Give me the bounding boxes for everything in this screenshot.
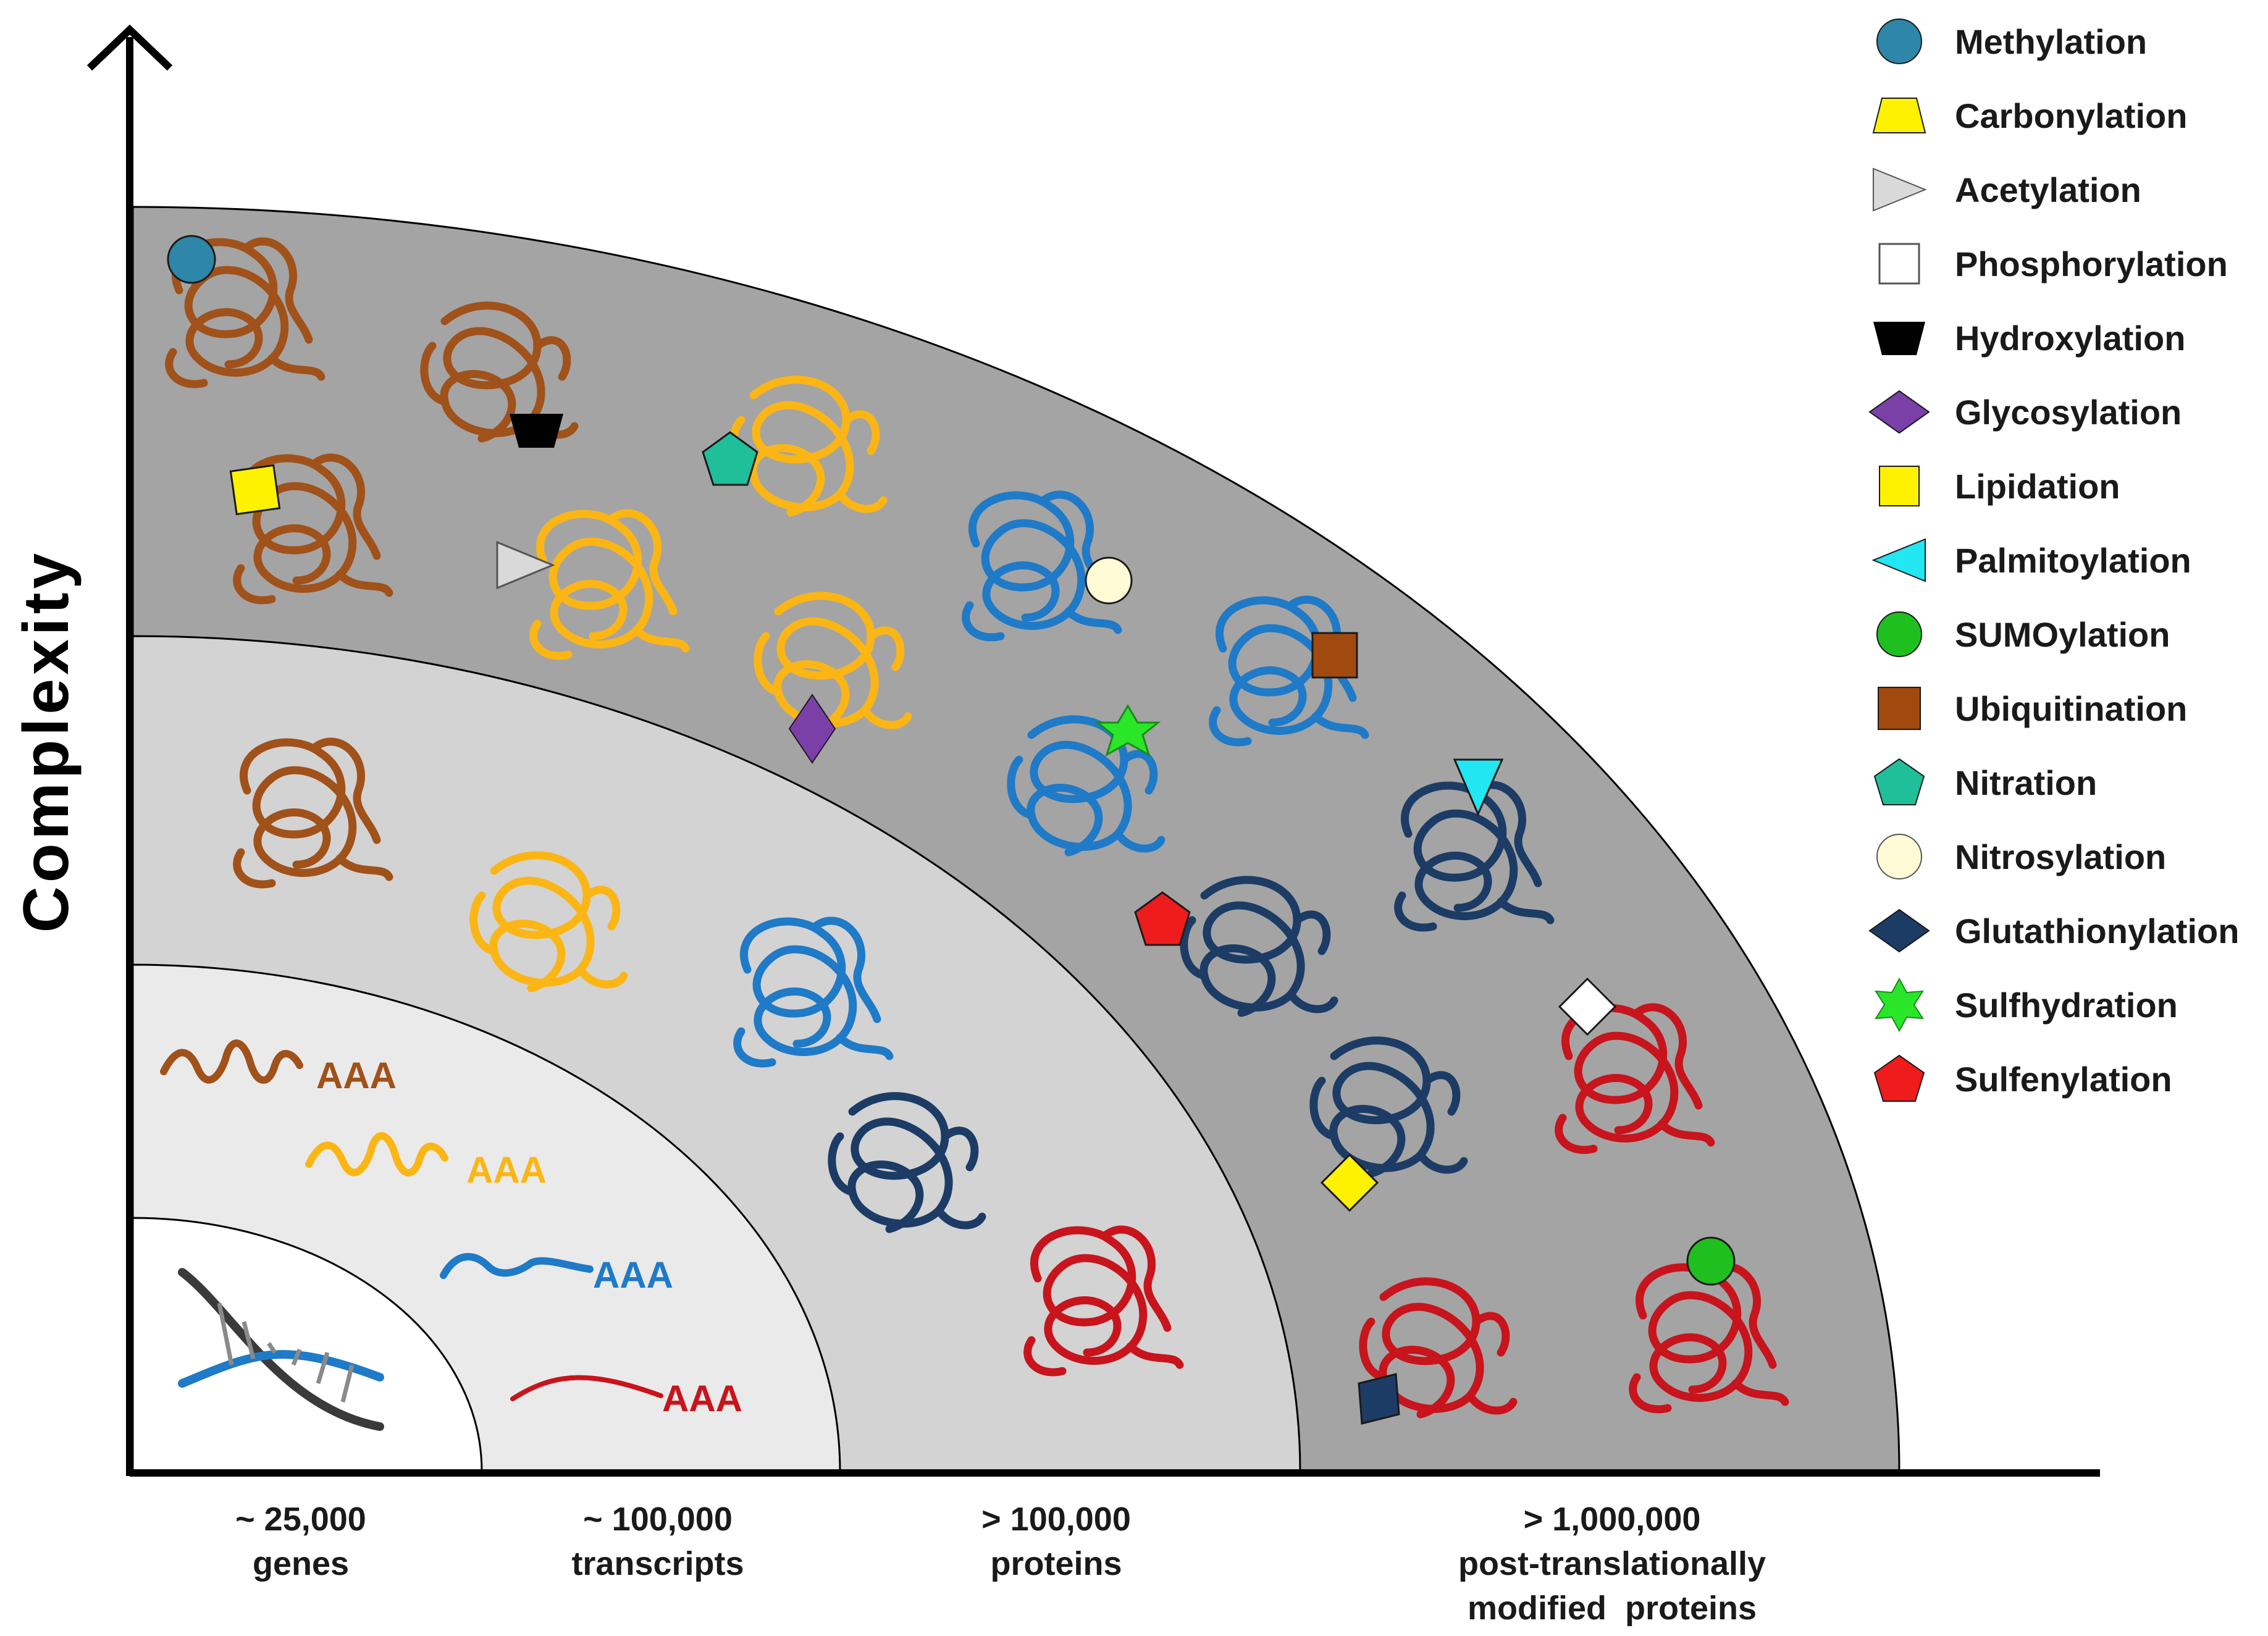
legend-label: Palmitoylation [1955, 541, 2191, 580]
legend-label: Ubiquitination [1955, 689, 2187, 728]
legend-item-carbonylation: Carbonylation [1872, 96, 2187, 135]
legend-item-hydroxylation: Hydroxylation [1873, 319, 2185, 358]
legend-item-glutathionylation: Glutathionylation [1868, 908, 2239, 953]
lipidation-marker-icon [1320, 1153, 1379, 1212]
legend: Methylation Carbonylation Acetylation Ph… [1868, 19, 2239, 1102]
triangle-right-icon [1873, 167, 1927, 212]
mrna-transcripts: AAA AAA AAA AAA [164, 1043, 742, 1419]
x-label-transcripts-line1: ~ 100,000 [583, 1501, 733, 1538]
glutathionylation-marker-icon [1358, 1373, 1400, 1425]
square-icon [1878, 687, 1921, 730]
circle-icon [1876, 611, 1922, 657]
legend-item-nitrosylation: Nitrosylation [1876, 834, 2166, 879]
x-label-ptm-line3: modified proteins [1468, 1590, 1757, 1627]
legend-label: Nitrosylation [1955, 837, 2166, 876]
hydroxylation-marker-icon [510, 414, 563, 448]
axes: Complexity [10, 24, 2100, 1477]
x-label-proteins-line1: > 100,000 [981, 1501, 1131, 1538]
legend-item-sumoylation: SUMOylation [1876, 611, 2170, 657]
methylation-marker-icon [167, 235, 216, 284]
square-icon [1878, 243, 1920, 285]
sumoylation-marker-icon [1686, 1236, 1736, 1286]
ring-genes [132, 1217, 483, 1472]
legend-label: Nitration [1955, 763, 2097, 802]
dna-helix-icon [178, 1268, 384, 1431]
palmitoylation-marker-icon [1453, 758, 1504, 816]
circle-icon [1876, 19, 1922, 64]
legend-label: Phosphorylation [1955, 245, 2228, 283]
legend-label: Glutathionylation [1955, 912, 2239, 950]
phosphorylation-marker-icon [1558, 977, 1617, 1036]
legend-item-acetylation: Acetylation [1873, 167, 2141, 212]
x-label-genes-line2: genes [253, 1545, 349, 1582]
legend-label: Sulfenylation [1955, 1060, 2172, 1099]
mrna-red [510, 1375, 663, 1401]
legend-item-palmitoylation: Palmitoylation [1871, 538, 2191, 582]
inverted-trapezoid-icon [1873, 322, 1925, 355]
legend-label: Sulfhydration [1955, 986, 2178, 1025]
circle-icon [1876, 834, 1922, 879]
x-label-proteins-line2: proteins [990, 1545, 1122, 1582]
star-icon [1875, 977, 1924, 1033]
pentagon-icon [1873, 758, 1925, 805]
legend-label: Methylation [1955, 22, 2147, 61]
x-label-ptm-line2: post-translationally [1458, 1545, 1766, 1582]
sulfhydration-marker-icon [1094, 704, 1161, 757]
acetylation-marker-icon [496, 540, 555, 590]
legend-item-methylation: Methylation [1876, 19, 2147, 64]
x-label-ptm-line1: > 1,000,000 [1524, 1501, 1701, 1538]
mrna-tail-label: AAA [662, 1378, 742, 1419]
mrna-blue [440, 1252, 594, 1279]
y-axis-label: Complexity [10, 550, 82, 933]
square-icon [1879, 466, 1920, 506]
nitrosylation-marker-icon [1085, 556, 1133, 605]
legend-label: Hydroxylation [1955, 319, 2185, 358]
nitration-marker-icon [702, 431, 758, 486]
x-axis-labels: ~ 25,000 genes ~ 100,000 transcripts > 1… [235, 1501, 1766, 1627]
diamond-icon [1868, 908, 1930, 953]
x-label-genes-line1: ~ 25,000 [235, 1501, 366, 1538]
legend-item-sulfenylation: Sulfenylation [1873, 1054, 2172, 1102]
sulfenylation-marker-icon [1134, 891, 1191, 946]
x-label-transcripts-line2: transcripts [571, 1545, 744, 1582]
ubiquitination-marker-icon [1311, 632, 1358, 679]
legend-label: Carbonylation [1955, 96, 2187, 135]
glycosylation-marker-icon [788, 694, 836, 764]
legend-item-lipidation: Lipidation [1879, 466, 2120, 506]
mrna-tail-label: AAA [316, 1055, 397, 1096]
diamond-icon [1868, 390, 1930, 434]
legend-label: Glycosylation [1955, 393, 2182, 432]
y-axis-arrow-icon [86, 24, 173, 71]
legend-label: SUMOylation [1955, 615, 2170, 654]
trapezoid-icon [1872, 98, 1926, 133]
pentagon-icon [1873, 1054, 1925, 1102]
legend-label: Acetylation [1955, 170, 2141, 209]
mrna-tail-label: AAA [593, 1254, 673, 1296]
modified-proteins [167, 235, 1785, 1425]
legend-item-ubiquitination: Ubiquitination [1878, 687, 2187, 730]
legend-item-nitration: Nitration [1873, 758, 2097, 805]
mrna-tail-label: AAA [466, 1149, 547, 1191]
legend-label: Lipidation [1955, 467, 2120, 506]
complexity-rings [132, 206, 1900, 1472]
triangle-left-icon [1871, 538, 1926, 582]
lipidation-marker-icon [229, 464, 281, 516]
legend-item-glycosylation: Glycosylation [1868, 390, 2182, 434]
legend-item-phosphorylation: Phosphorylation [1878, 243, 2228, 285]
legend-item-sulfhydration: Sulfhydration [1875, 977, 2178, 1033]
